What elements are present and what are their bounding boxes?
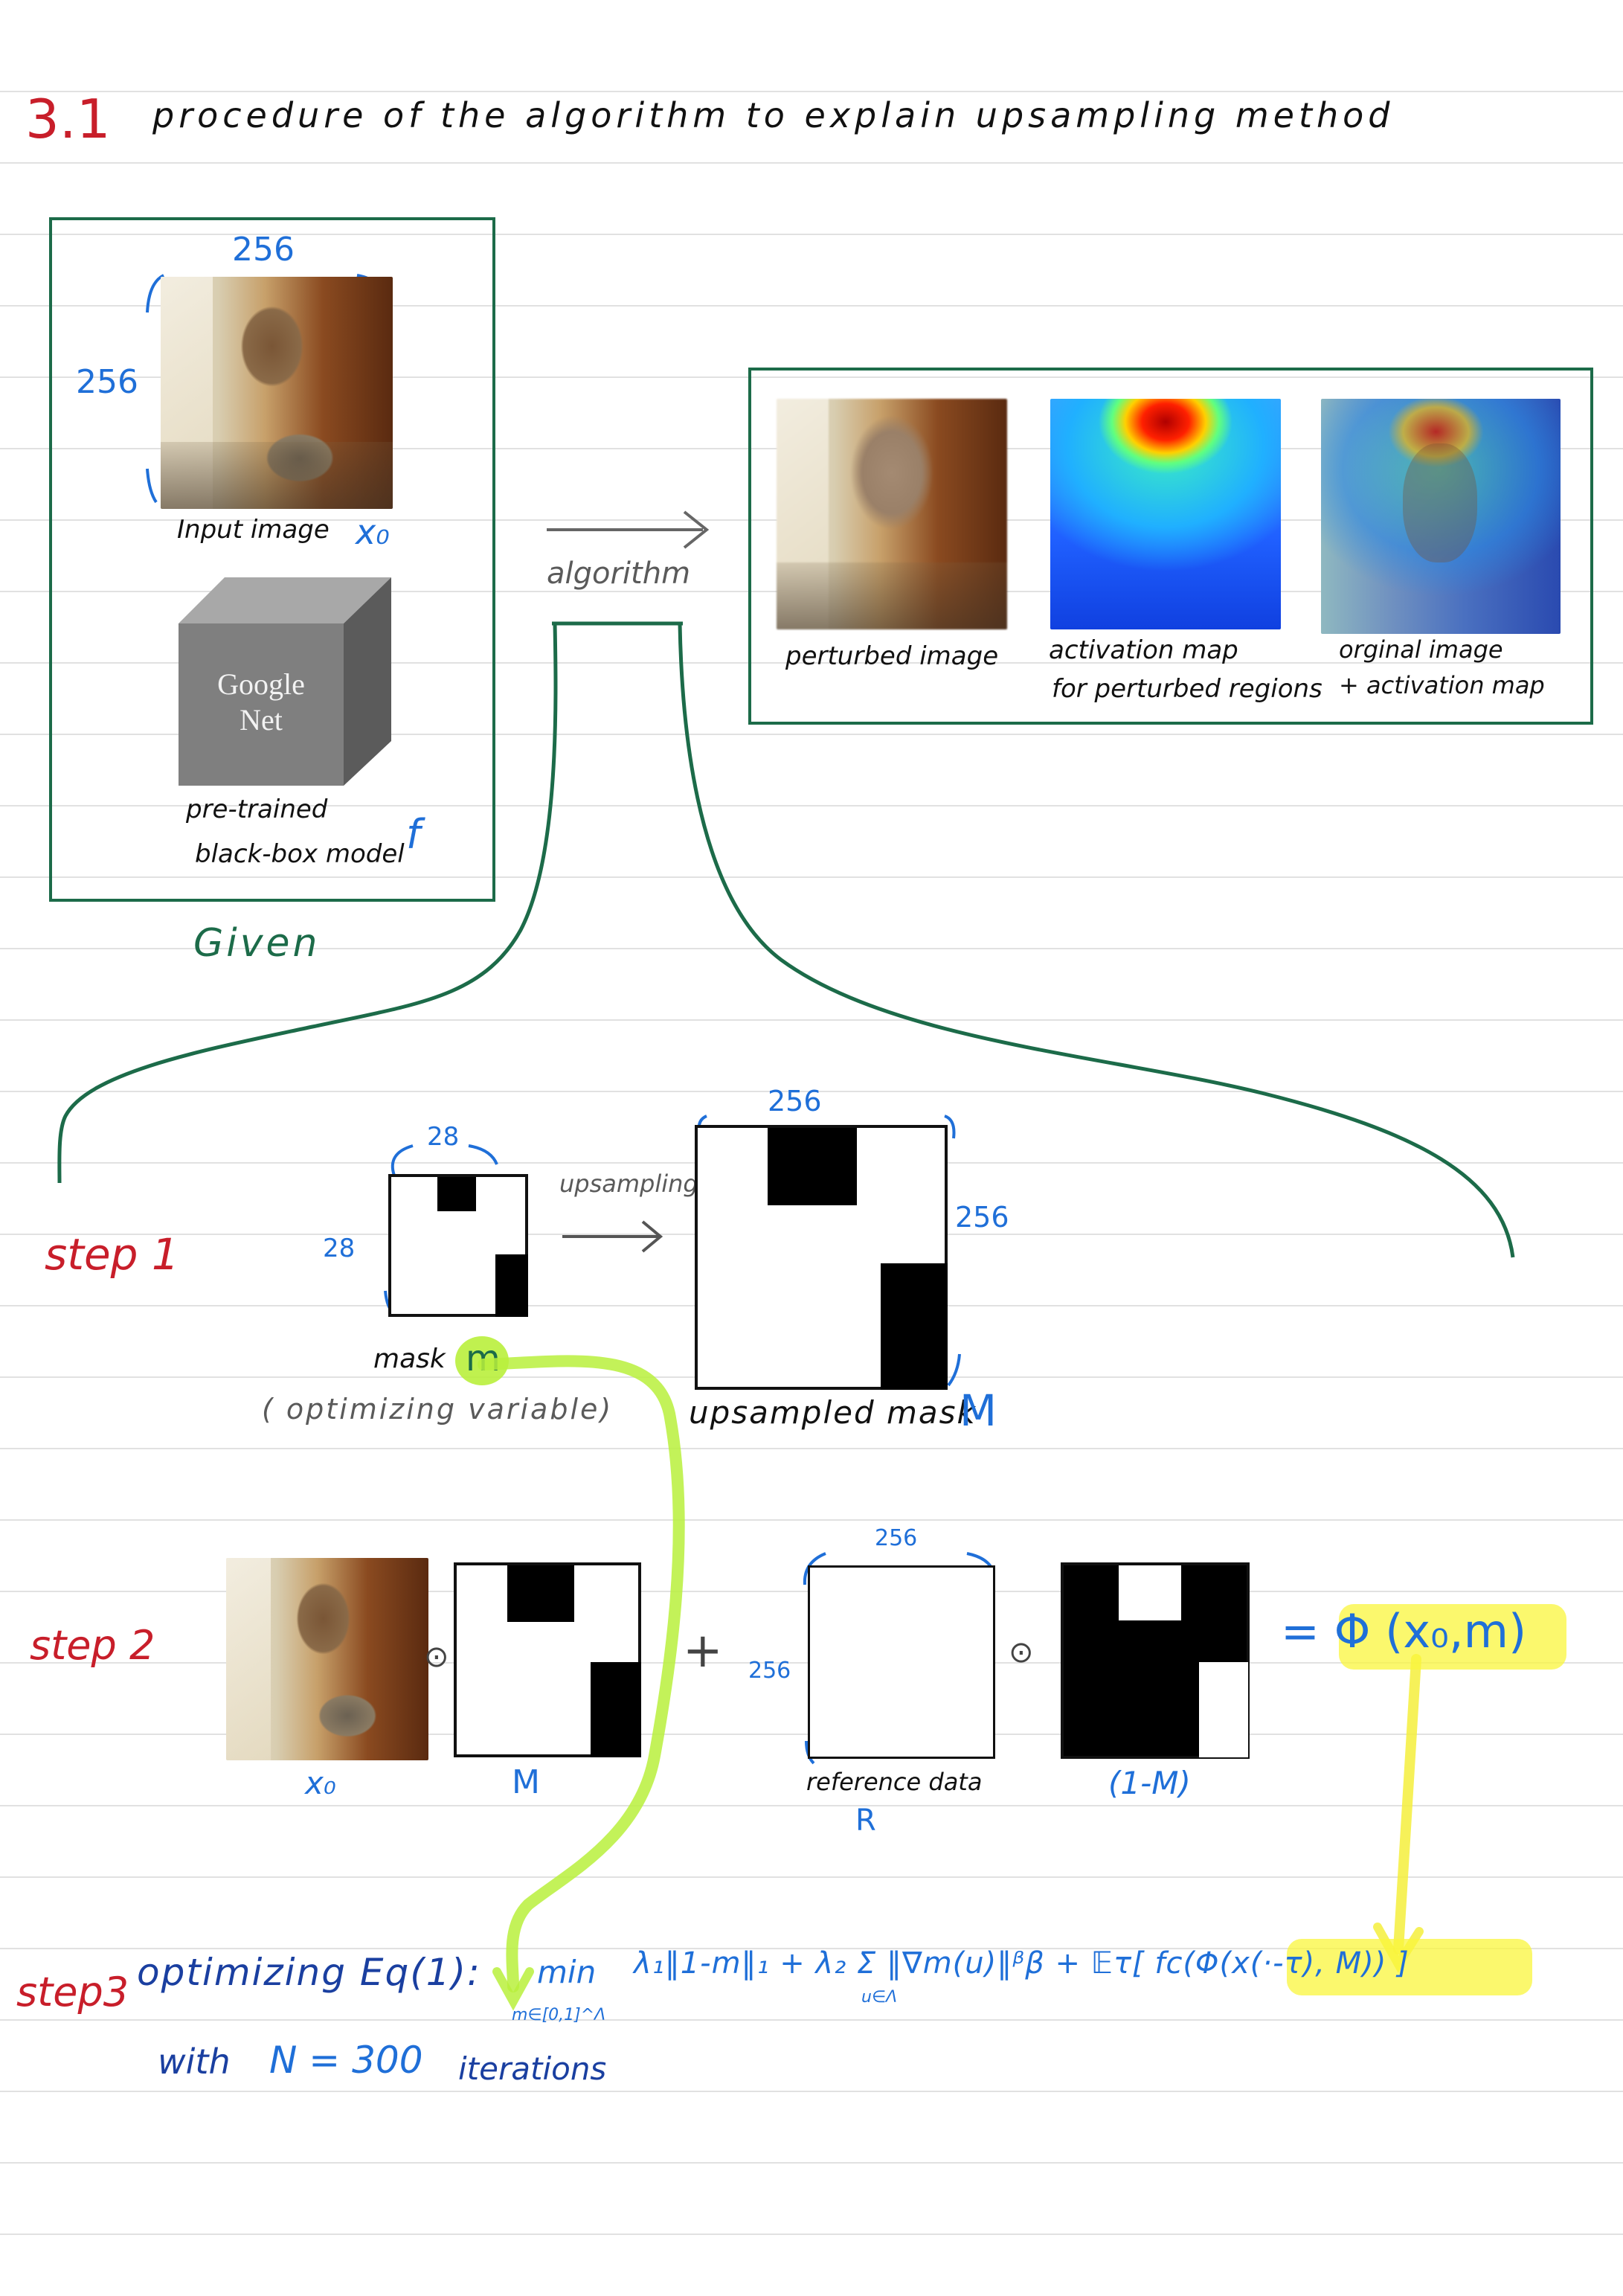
output-label-1a: perturbed image — [785, 641, 999, 671]
mask-block-right — [495, 1254, 528, 1317]
section-number: 3.1 — [25, 88, 111, 150]
step1-label: step 1 — [45, 1229, 179, 1280]
step3-min-sub: m∈[0,1]^Λ — [512, 2006, 606, 2024]
step3-with: with — [158, 2042, 231, 2082]
mask-size-top: 28 — [427, 1122, 460, 1152]
ref-size-top: 256 — [875, 1525, 918, 1551]
dog-silhouette — [1403, 443, 1477, 562]
upsampled-mask — [695, 1125, 948, 1390]
M-block-top — [507, 1565, 574, 1622]
input-label: Input image — [177, 515, 330, 545]
up-block-top — [768, 1128, 857, 1205]
output-label-2b: for perturbed regions — [1052, 674, 1322, 704]
up-block-right — [881, 1263, 948, 1390]
upsampling-label: upsampling — [559, 1170, 698, 1198]
step3-formula: λ₁‖1-m‖₁ + λ₂ Σ ‖∇m(u)‖ᵝβ + 𝔼τ[ fc(Φ(x(·… — [634, 1946, 1410, 1981]
step2-label: step 2 — [30, 1622, 155, 1669]
output-label-2a: activation map — [1049, 635, 1238, 665]
upsampled-label: upsampled mask — [689, 1394, 977, 1431]
algorithm-arrow — [547, 510, 710, 549]
floor-shadow — [161, 442, 393, 509]
odot-1: ⊙ — [424, 1640, 449, 1674]
inv-white-right — [1199, 1662, 1248, 1757]
model-name-line1: Google — [217, 667, 305, 701]
output-label-3a: orginal image — [1339, 635, 1503, 664]
output-label-3b: + activation map — [1339, 671, 1545, 699]
step2-M — [454, 1562, 641, 1757]
output-frame — [748, 368, 1593, 725]
mask-m — [388, 1174, 528, 1317]
inverse-mask — [1061, 1562, 1250, 1759]
step3-sum-sub: u∈Λ — [861, 1988, 898, 2007]
expansion-bracket — [57, 621, 1515, 1258]
plus-sign: + — [683, 1623, 723, 1678]
step3-label: step3 — [16, 1969, 129, 2016]
input-size-top: 256 — [232, 231, 295, 269]
model-label-line1: pre-trained — [186, 795, 328, 824]
mask-block-top — [437, 1177, 476, 1211]
input-symbol: x₀ — [356, 512, 390, 552]
ref-symbol: R — [855, 1803, 876, 1838]
input-image — [161, 277, 393, 509]
upsampled-symbol: M — [960, 1385, 997, 1436]
step3-iterations: iterations — [458, 2050, 607, 2087]
step3-min: min — [537, 1954, 597, 1990]
given-label: Given — [193, 921, 321, 966]
step2-input-image — [226, 1558, 428, 1760]
perturbed-image — [777, 399, 1007, 629]
model-label-line2: black-box model — [195, 839, 405, 869]
up-size-top: 256 — [768, 1085, 822, 1117]
mask-label: mask — [373, 1344, 446, 1374]
step2-M-label: M — [512, 1763, 540, 1801]
ref-size-left: 256 — [748, 1658, 791, 1684]
window-light — [226, 1558, 271, 1760]
mask-size-left: 28 — [323, 1234, 356, 1263]
result-highlight — [1339, 1604, 1566, 1670]
step2-result: = Φ (x₀,m) — [1281, 1604, 1527, 1658]
floor-shadow — [777, 562, 1007, 629]
inverse-label: (1-M) — [1108, 1765, 1191, 1801]
reference-data — [808, 1565, 995, 1759]
step3-text: optimizing Eq(1): — [137, 1951, 481, 1994]
odot-2: ⊙ — [1009, 1635, 1034, 1670]
up-size-right: 256 — [955, 1201, 1009, 1234]
mask-subtitle: ( optimizing variable) — [262, 1393, 614, 1426]
overlay-image — [1321, 399, 1561, 634]
model-symbol: f — [406, 811, 421, 858]
given-frame — [49, 217, 495, 902]
ref-label: reference data — [806, 1768, 983, 1796]
step3-n: N = 300 — [269, 2039, 423, 2082]
page-title: procedure of the algorithm to explain up… — [152, 95, 1395, 135]
step2-x0-label: x₀ — [305, 1765, 336, 1801]
M-block-right — [591, 1662, 641, 1757]
input-size-left: 256 — [76, 363, 138, 401]
googlenet-cube-icon: Google Net — [179, 577, 391, 786]
model-name-line2: Net — [240, 703, 283, 737]
upsampling-arrow — [562, 1220, 663, 1253]
inv-white-top — [1119, 1565, 1181, 1620]
algorithm-label: algorithm — [547, 557, 691, 591]
activation-map — [1050, 399, 1281, 629]
phi-highlight — [1287, 1939, 1532, 1995]
